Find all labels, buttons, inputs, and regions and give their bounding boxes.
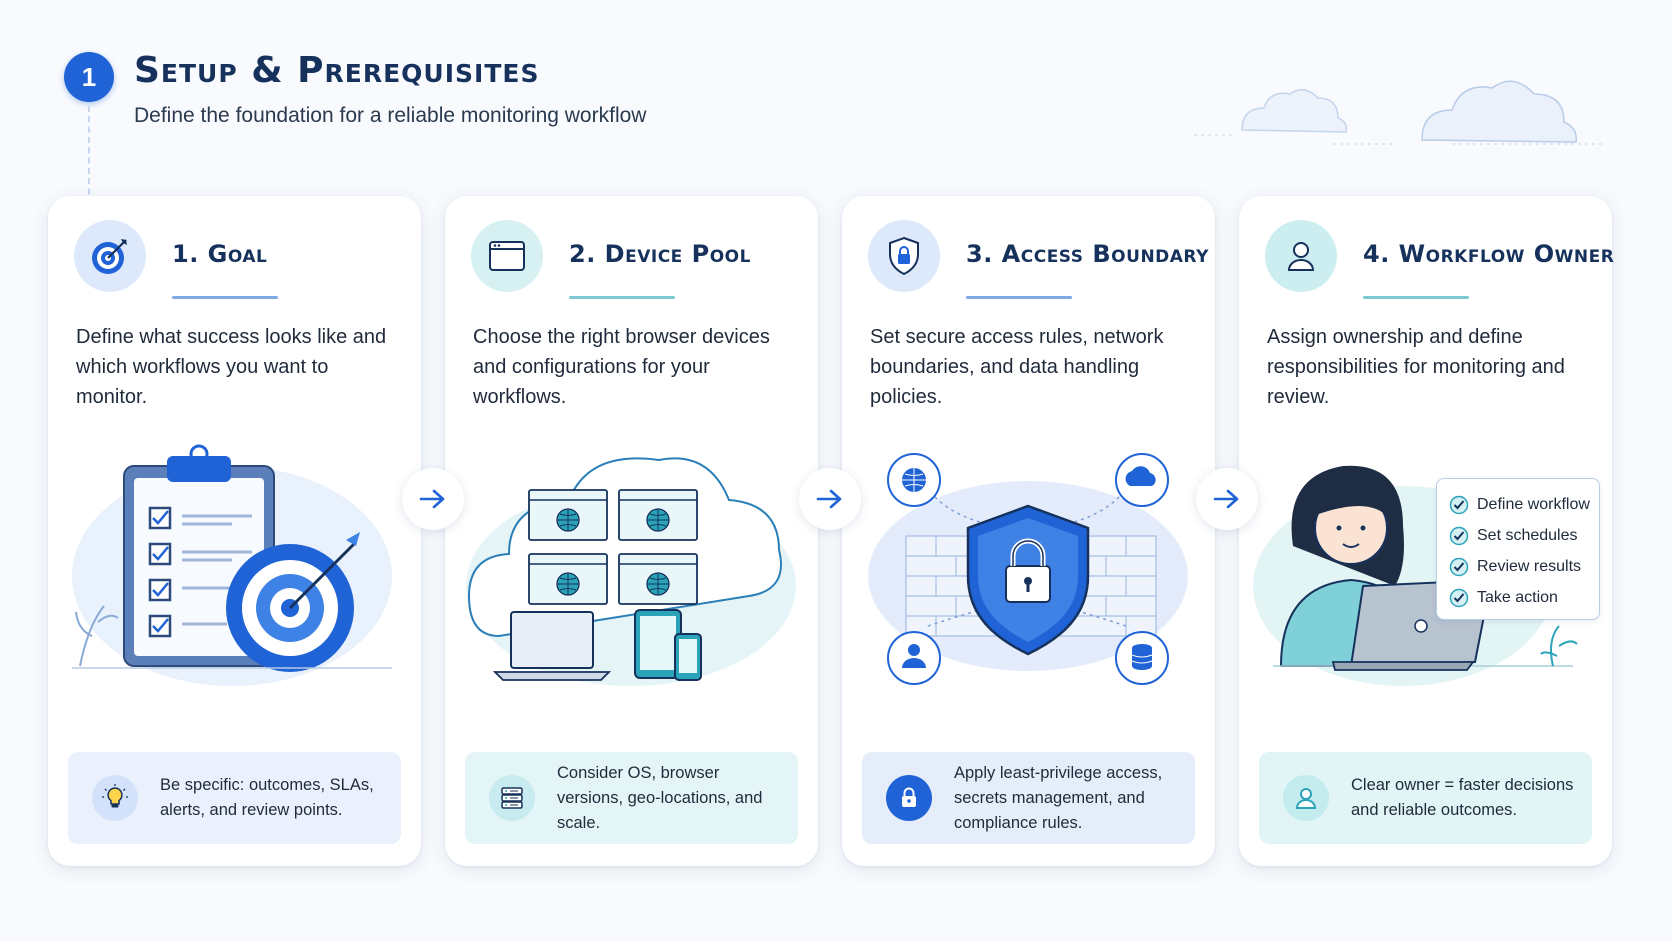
tip-text-goal: Be specific: outcomes, SLAs, alerts, and… xyxy=(160,776,374,819)
owner-laptop-illustration: Define workflow Set schedules Review res… xyxy=(1253,436,1600,696)
clouds-decoration xyxy=(1192,80,1602,145)
next-step-arrow xyxy=(402,468,464,530)
lock-icon xyxy=(886,775,932,821)
next-step-arrow xyxy=(1196,468,1258,530)
next-step-arrow xyxy=(799,468,861,530)
section-subtitle: Define the foundation for a reliable mon… xyxy=(134,104,647,127)
arrow-right-icon xyxy=(419,489,445,509)
checklist-item: Take action xyxy=(1449,582,1599,613)
shield-firewall-illustration xyxy=(868,453,1188,685)
server-icon xyxy=(489,775,535,821)
card-workflow-owner: 4. Workflow Owner Assign ownership and d… xyxy=(1239,196,1615,866)
arrow-right-icon xyxy=(1213,489,1239,509)
tip-workflow-owner: Clear owner = faster decisions and relia… xyxy=(1259,752,1592,844)
check-circle-icon xyxy=(1449,557,1469,576)
title-underline xyxy=(1363,296,1469,299)
card-description-access-boundary: Set secure access rules, network boundar… xyxy=(870,326,1164,408)
step-number-badge: 1 xyxy=(64,52,114,102)
tip-text-workflow-owner: Clear owner = faster decisions and relia… xyxy=(1351,776,1574,819)
check-circle-icon xyxy=(1449,495,1469,514)
card-description-workflow-owner: Assign ownership and define responsibili… xyxy=(1267,326,1565,408)
title-underline xyxy=(172,296,278,299)
checklist-item: Review results xyxy=(1449,551,1599,582)
section-title: Setup & Prerequisites xyxy=(134,50,540,91)
card-title-goal: 1. Goal xyxy=(172,240,268,268)
user-icon xyxy=(1265,220,1337,292)
tip-goal: Be specific: outcomes, SLAs, alerts, and… xyxy=(68,752,401,844)
user-icon xyxy=(1283,775,1329,821)
check-circle-icon xyxy=(1449,588,1469,607)
title-underline xyxy=(966,296,1072,299)
card-description-goal: Define what success looks like and which… xyxy=(76,326,387,408)
card-device-pool: 2. Device Pool Choose the right browser … xyxy=(445,196,818,866)
tip-text-access-boundary: Apply least-privilege access, secrets ma… xyxy=(954,763,1163,832)
shield-lock-icon xyxy=(868,220,940,292)
checklist-item: Define workflow xyxy=(1449,489,1599,520)
card-title-workflow-owner: 4. Workflow Owner xyxy=(1363,240,1615,268)
card-description-device-pool: Choose the right browser devices and con… xyxy=(473,326,770,408)
owner-checklist: Define workflow Set schedules Review res… xyxy=(1436,478,1600,620)
browser-window-icon xyxy=(471,220,543,292)
step-cards: 1. Goal Define what success looks like a… xyxy=(48,196,1624,866)
header-connector-line xyxy=(88,106,90,246)
lightbulb-icon xyxy=(92,775,138,821)
cloud-devices-illustration xyxy=(466,457,796,686)
card-goal: 1. Goal Define what success looks like a… xyxy=(48,196,421,866)
checklist-item: Set schedules xyxy=(1449,520,1599,551)
card-title-access-boundary: 3. Access Boundary xyxy=(966,240,1209,268)
title-underline xyxy=(569,296,675,299)
clipboard-target-illustration xyxy=(72,444,392,686)
tip-device-pool: Consider OS, browser versions, geo-locat… xyxy=(465,752,798,844)
card-title-device-pool: 2. Device Pool xyxy=(569,240,751,268)
card-access-boundary: 3. Access Boundary Set secure access rul… xyxy=(842,196,1215,866)
tip-access-boundary: Apply least-privilege access, secrets ma… xyxy=(862,752,1195,844)
target-icon xyxy=(74,220,146,292)
arrow-right-icon xyxy=(816,489,842,509)
check-circle-icon xyxy=(1449,526,1469,545)
tip-text-device-pool: Consider OS, browser versions, geo-locat… xyxy=(557,763,763,832)
